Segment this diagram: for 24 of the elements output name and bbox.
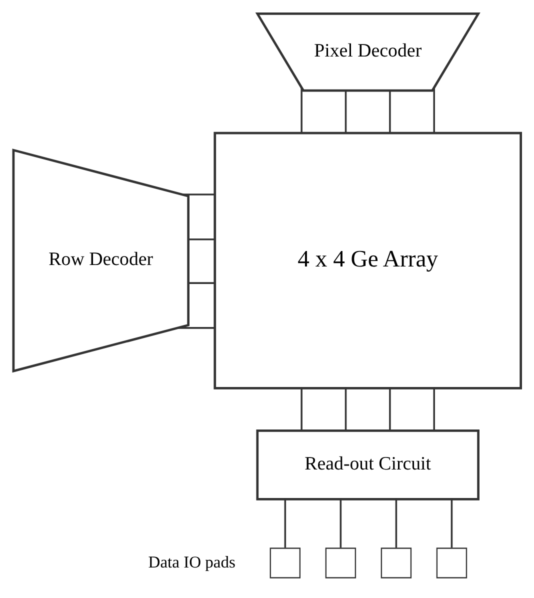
node-box: [380, 548, 412, 578]
connector: [450, 499, 453, 548]
node-box: Row Decoder: [12, 148, 190, 373]
connector: [178, 327, 215, 329]
connector: [433, 88, 435, 133]
connector: [182, 194, 215, 196]
connector: [344, 90, 347, 133]
connector: [188, 282, 214, 284]
connector: [344, 388, 347, 431]
node-box: [436, 548, 468, 578]
connector: [300, 88, 302, 133]
connector: [433, 388, 435, 431]
label: Data IO pads: [148, 552, 236, 572]
connector: [389, 90, 391, 133]
node-box: Read-out Circuit: [256, 430, 480, 500]
node-box: [325, 548, 356, 578]
node-box: 4 x 4 Ge Array: [214, 132, 522, 390]
connector: [300, 388, 302, 431]
connector: [340, 499, 342, 548]
connector: [395, 499, 398, 548]
connector: [284, 499, 286, 548]
connector: [389, 388, 391, 431]
connector: [188, 238, 214, 240]
node-box: [270, 548, 301, 578]
